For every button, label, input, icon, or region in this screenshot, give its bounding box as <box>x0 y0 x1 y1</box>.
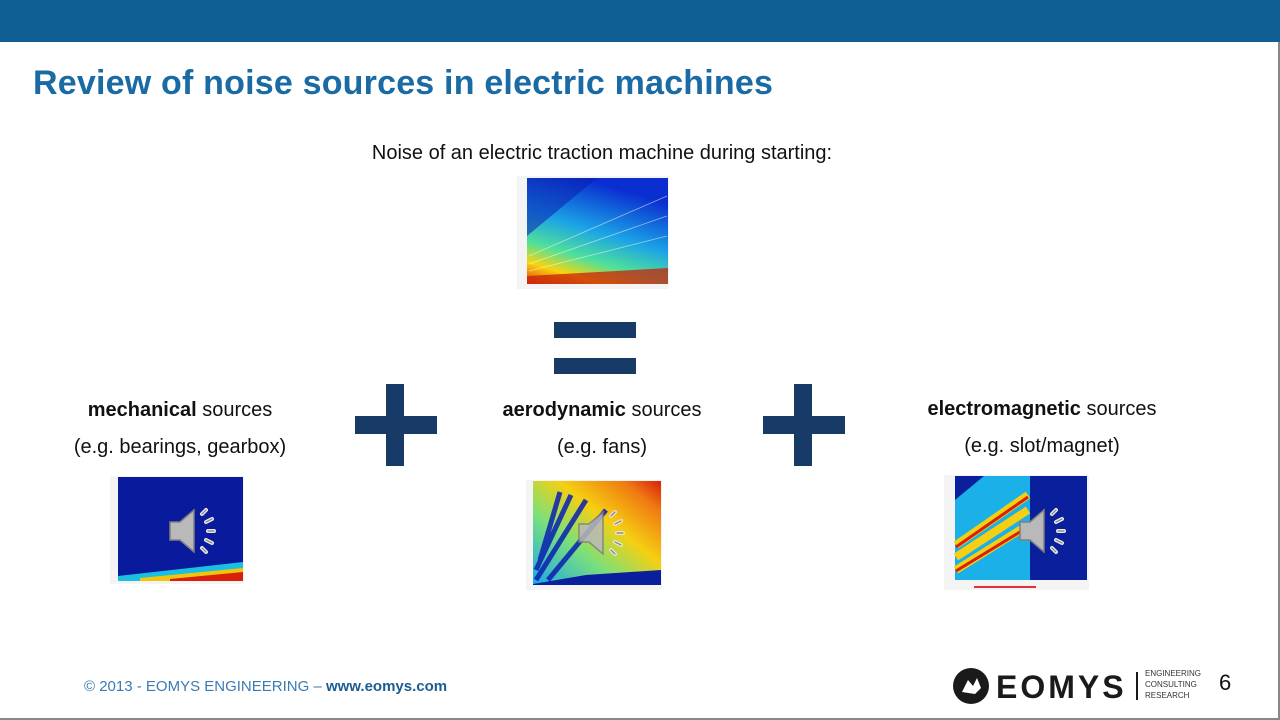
speaker-icon[interactable] <box>166 506 222 556</box>
eomys-logo: EOMYS ENGINEERING CONSULTING RESEARCH <box>953 666 1233 706</box>
header-bar <box>0 0 1280 42</box>
page-number: 6 <box>1219 670 1231 696</box>
source-example: (e.g. fans) <box>477 435 727 472</box>
slide-title: Review of noise sources in electric mach… <box>33 64 773 103</box>
footer-copyright: © 2013 - EOMYS ENGINEERING – www.eomys.c… <box>84 678 447 695</box>
source-suffix: sources <box>1081 398 1157 420</box>
speaker-icon[interactable] <box>575 508 631 558</box>
copyright-text: © 2013 - EOMYS ENGINEERING – <box>84 678 326 695</box>
tagline-line: CONSULTING <box>1145 679 1201 690</box>
source-suffix: sources <box>197 399 273 421</box>
mechanical-caption: mechanical sources (e.g. bearings, gearb… <box>55 398 305 472</box>
source-name: electromagnetic <box>928 398 1081 420</box>
tagline-line: ENGINEERING <box>1145 668 1201 679</box>
combined-spectrogram <box>517 176 669 289</box>
tagline-line: RESEARCH <box>1145 690 1201 701</box>
plus-icon <box>763 384 845 466</box>
speaker-icon[interactable] <box>1016 506 1072 556</box>
source-suffix: sources <box>626 399 702 421</box>
logo-tagline: ENGINEERING CONSULTING RESEARCH <box>1145 668 1201 701</box>
equals-icon <box>554 322 636 376</box>
logo-emblem-icon <box>953 668 989 704</box>
logo-divider <box>1136 672 1138 700</box>
source-name: mechanical <box>88 399 197 421</box>
aerodynamic-caption: aerodynamic sources (e.g. fans) <box>477 398 727 472</box>
electromagnetic-caption: electromagnetic sources (e.g. slot/magne… <box>902 397 1182 471</box>
plus-icon <box>355 384 437 466</box>
slide-subtitle: Noise of an electric traction machine du… <box>0 142 1204 165</box>
logo-wordmark: EOMYS <box>996 669 1127 706</box>
source-name: aerodynamic <box>503 399 626 421</box>
source-example: (e.g. slot/magnet) <box>902 434 1182 471</box>
source-example: (e.g. bearings, gearbox) <box>55 435 305 472</box>
footer-url-link[interactable]: www.eomys.com <box>326 678 447 695</box>
